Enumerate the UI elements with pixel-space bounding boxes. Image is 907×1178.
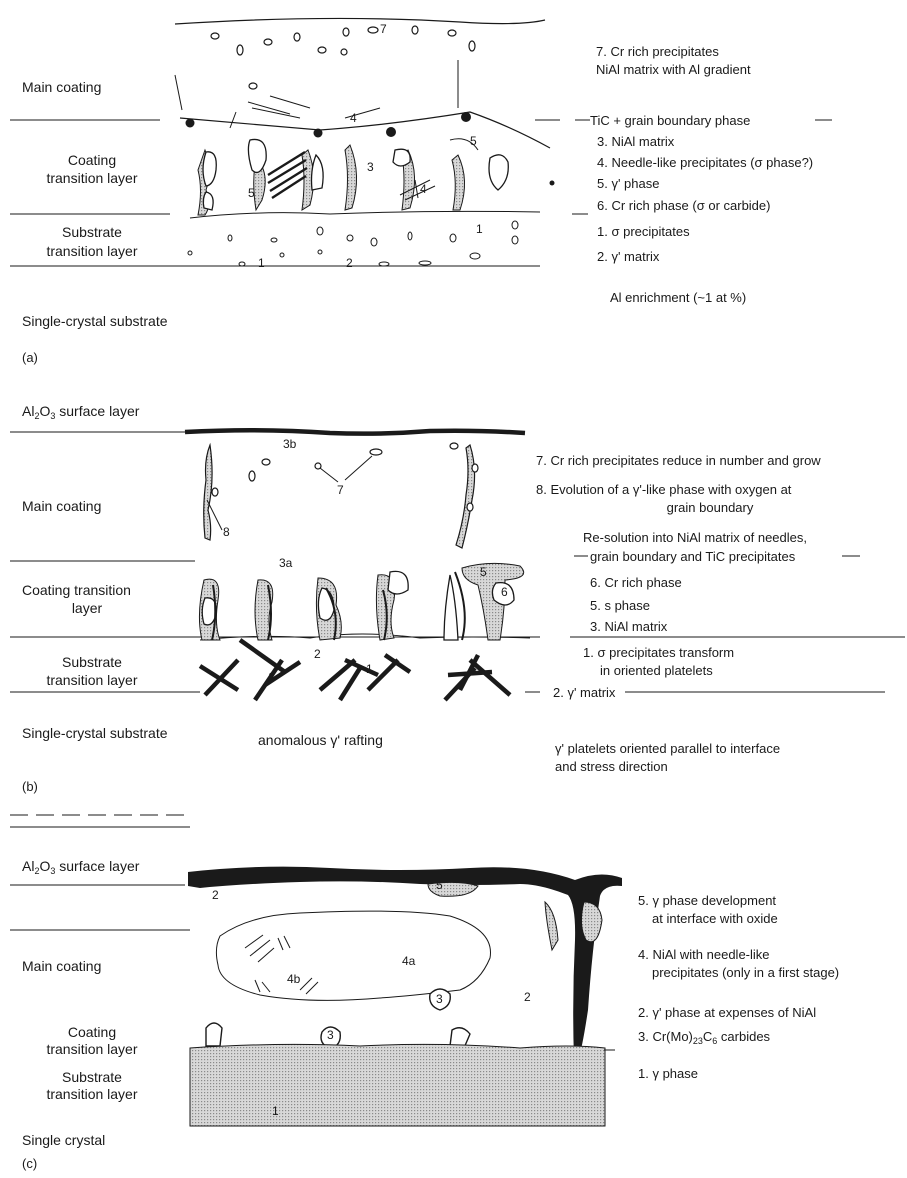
panel-b-tag-7: 7 xyxy=(337,483,344,497)
panel-c-tag: (c) xyxy=(22,1156,37,1171)
panel-b-tag-6: 6 xyxy=(501,585,508,599)
panel-a-tag-4: 4 xyxy=(350,111,357,125)
panel-b-note-7: 7. Cr rich precipitates reduce in number… xyxy=(536,452,821,469)
panel-c-label-main-coating: Main coating xyxy=(22,958,101,975)
panel-a-note-7: 7. Cr rich precipitates xyxy=(596,43,719,60)
panel-a-tag-4b: 4 xyxy=(420,182,427,196)
panel-b-tag-2: 2 xyxy=(314,647,321,661)
panel-b-cr-precipitates xyxy=(212,443,478,511)
panel-a-label-coating-transition-1: Coating xyxy=(32,152,152,169)
panel-c-label-substrate-transition-2: transition layer xyxy=(22,1086,162,1103)
panel-b-note-5: 5. s phase xyxy=(590,597,650,614)
panel-a-cr-precipitates xyxy=(211,26,475,89)
panel-a-note-1: 1. σ precipitates xyxy=(597,223,690,240)
panel-a-needle-precipitates xyxy=(268,152,307,198)
panel-a-tag-1: 1 xyxy=(258,256,265,270)
panel-b-note-6: 6. Cr rich phase xyxy=(590,574,682,591)
panel-a-note-2: 2. γ' matrix xyxy=(597,248,659,265)
panel-b-note-8b: grain boundary xyxy=(610,499,810,516)
panel-a-substrate-precipitates xyxy=(188,221,518,266)
panel-a-tag: (a) xyxy=(22,350,38,365)
panel-a-tag-5b: 5 xyxy=(248,186,255,200)
panel-c-substrate xyxy=(190,1044,605,1126)
panel-b-tag-3a: 3a xyxy=(279,556,292,570)
panel-b-tag-1b: 1 xyxy=(366,662,373,676)
panel-c-note-1: 1. γ phase xyxy=(638,1065,698,1082)
panel-b-gamma-prime xyxy=(202,571,514,640)
panel-c-tag-5: 5 xyxy=(436,878,443,892)
panel-b-label-main-coating: Main coating xyxy=(22,498,101,515)
panel-b-label-coating-transition-1: Coating transition xyxy=(22,582,131,599)
panel-b-leaders xyxy=(525,556,905,692)
panel-a-coating-interface xyxy=(190,211,540,218)
panel-c-note-4a: 4. NiAl with needle-like xyxy=(638,946,770,963)
panel-b-tag: (b) xyxy=(22,779,38,794)
panel-a-grain-boundary xyxy=(180,112,550,148)
panel-c-label-surface: Al2O3 surface layer xyxy=(22,858,139,875)
panel-a-note-6: 6. Cr rich phase (σ or carbide) xyxy=(597,197,770,214)
panel-b-note-plat-b: and stress direction xyxy=(555,758,668,775)
panel-b-tag-5: 5 xyxy=(480,565,487,579)
panel-a-cr-rich-phase xyxy=(198,145,465,215)
panel-c-tag-3: 3 xyxy=(436,992,443,1006)
panel-a-tag-7: 7 xyxy=(380,22,387,36)
panel-a-grain-edge xyxy=(175,75,182,110)
panel-c-note-2: 2. γ' phase at expenses of NiAl xyxy=(638,1004,816,1021)
panel-b-tag-1: 1 xyxy=(268,670,275,684)
panel-c-tag-4b: 4b xyxy=(287,972,300,986)
panel-b-tag-8: 8 xyxy=(223,525,230,539)
panel-b-note-1a: 1. σ precipitates transform xyxy=(583,644,734,661)
panel-b-label-substrate: Single-crystal substrate xyxy=(22,725,168,742)
panel-c-note-5a: 5. γ phase development xyxy=(638,892,776,909)
panel-a-tag-1b: 1 xyxy=(476,222,483,236)
panel-c-tag-2b: 2 xyxy=(524,990,531,1004)
panel-b-leaders-inner xyxy=(207,456,372,530)
panel-b-note-3: 3. NiAl matrix xyxy=(590,618,667,635)
panel-a-top-surface xyxy=(175,18,545,24)
panel-c-tag-2: 2 xyxy=(212,888,219,902)
panel-c-label-substrate-transition-1: Substrate xyxy=(32,1069,152,1086)
panel-b-note-2: 2. γ' matrix xyxy=(553,684,615,701)
panel-b-note-1b: in oriented platelets xyxy=(600,662,713,679)
panel-a-needles xyxy=(230,96,380,128)
panel-a-note-3: 3. NiAl matrix xyxy=(597,133,674,150)
panel-a-tag-5: 5 xyxy=(470,134,477,148)
panel-a-label-coating-transition-2: transition layer xyxy=(22,170,162,187)
panel-b-note-plat-a: γ' platelets oriented parallel to interf… xyxy=(555,740,780,757)
panel-c-note-5b: at interface with oxide xyxy=(652,910,778,927)
panel-c-note-3: 3. Cr(Mo)23C6 carbides xyxy=(638,1028,770,1045)
panel-b-label-surface: Al2O3 surface layer xyxy=(22,403,139,420)
panel-c-label-substrate: Single crystal xyxy=(22,1132,105,1149)
panel-b-cr-rich-phase xyxy=(199,563,523,640)
panel-b-label-rafting: anomalous γ' rafting xyxy=(258,732,383,749)
panel-b-label-substrate-transition-2: transition layer xyxy=(22,672,162,689)
panel-c-label-coating-transition-1: Coating xyxy=(32,1024,152,1041)
panel-a-tag-2: 2 xyxy=(346,256,353,270)
panel-b-label-substrate-transition-1: Substrate xyxy=(32,654,152,671)
panel-b-tag-3b: 3b xyxy=(283,437,296,451)
panel-c-label-coating-transition-2: transition layer xyxy=(22,1041,162,1058)
panel-a-label-main-coating: Main coating xyxy=(22,79,101,96)
panel-c-tag-4a: 4a xyxy=(402,954,415,968)
panel-a-note-al: Al enrichment (~1 at %) xyxy=(610,289,746,306)
panel-a-tag-3: 3 xyxy=(367,160,374,174)
panel-a-note-5: 5. γ' phase xyxy=(597,175,659,192)
panel-a-note-tic: TiC + grain boundary phase xyxy=(590,112,750,129)
panel-c-tag-1: 1 xyxy=(272,1104,279,1118)
panel-b-label-coating-transition-2: layer xyxy=(22,600,152,617)
panel-b-note-8a: 8. Evolution of a γ'-like phase with oxy… xyxy=(536,481,791,498)
panel-b-alumina-layer xyxy=(185,430,525,433)
panel-b-note-res-b: grain boundary and TiC precipitates xyxy=(590,548,795,565)
panel-b-platelets xyxy=(200,640,510,700)
panel-c-tag-3b: 3 xyxy=(327,1028,334,1042)
panel-b-note-res-a: Re-solution into NiAl matrix of needles, xyxy=(583,529,807,546)
panel-a-label-substrate: Single-crystal substrate xyxy=(22,313,168,330)
panel-c-note-4b: precipitates (only in a first stage) xyxy=(652,964,839,981)
panel-a-note-7b: NiAl matrix with Al gradient xyxy=(596,61,751,78)
panel-a-label-substrate-transition-2: transition layer xyxy=(22,243,162,260)
panel-a-label-substrate-transition-1: Substrate xyxy=(32,224,152,241)
panel-a-note-4: 4. Needle-like precipitates (σ phase?) xyxy=(597,154,813,171)
